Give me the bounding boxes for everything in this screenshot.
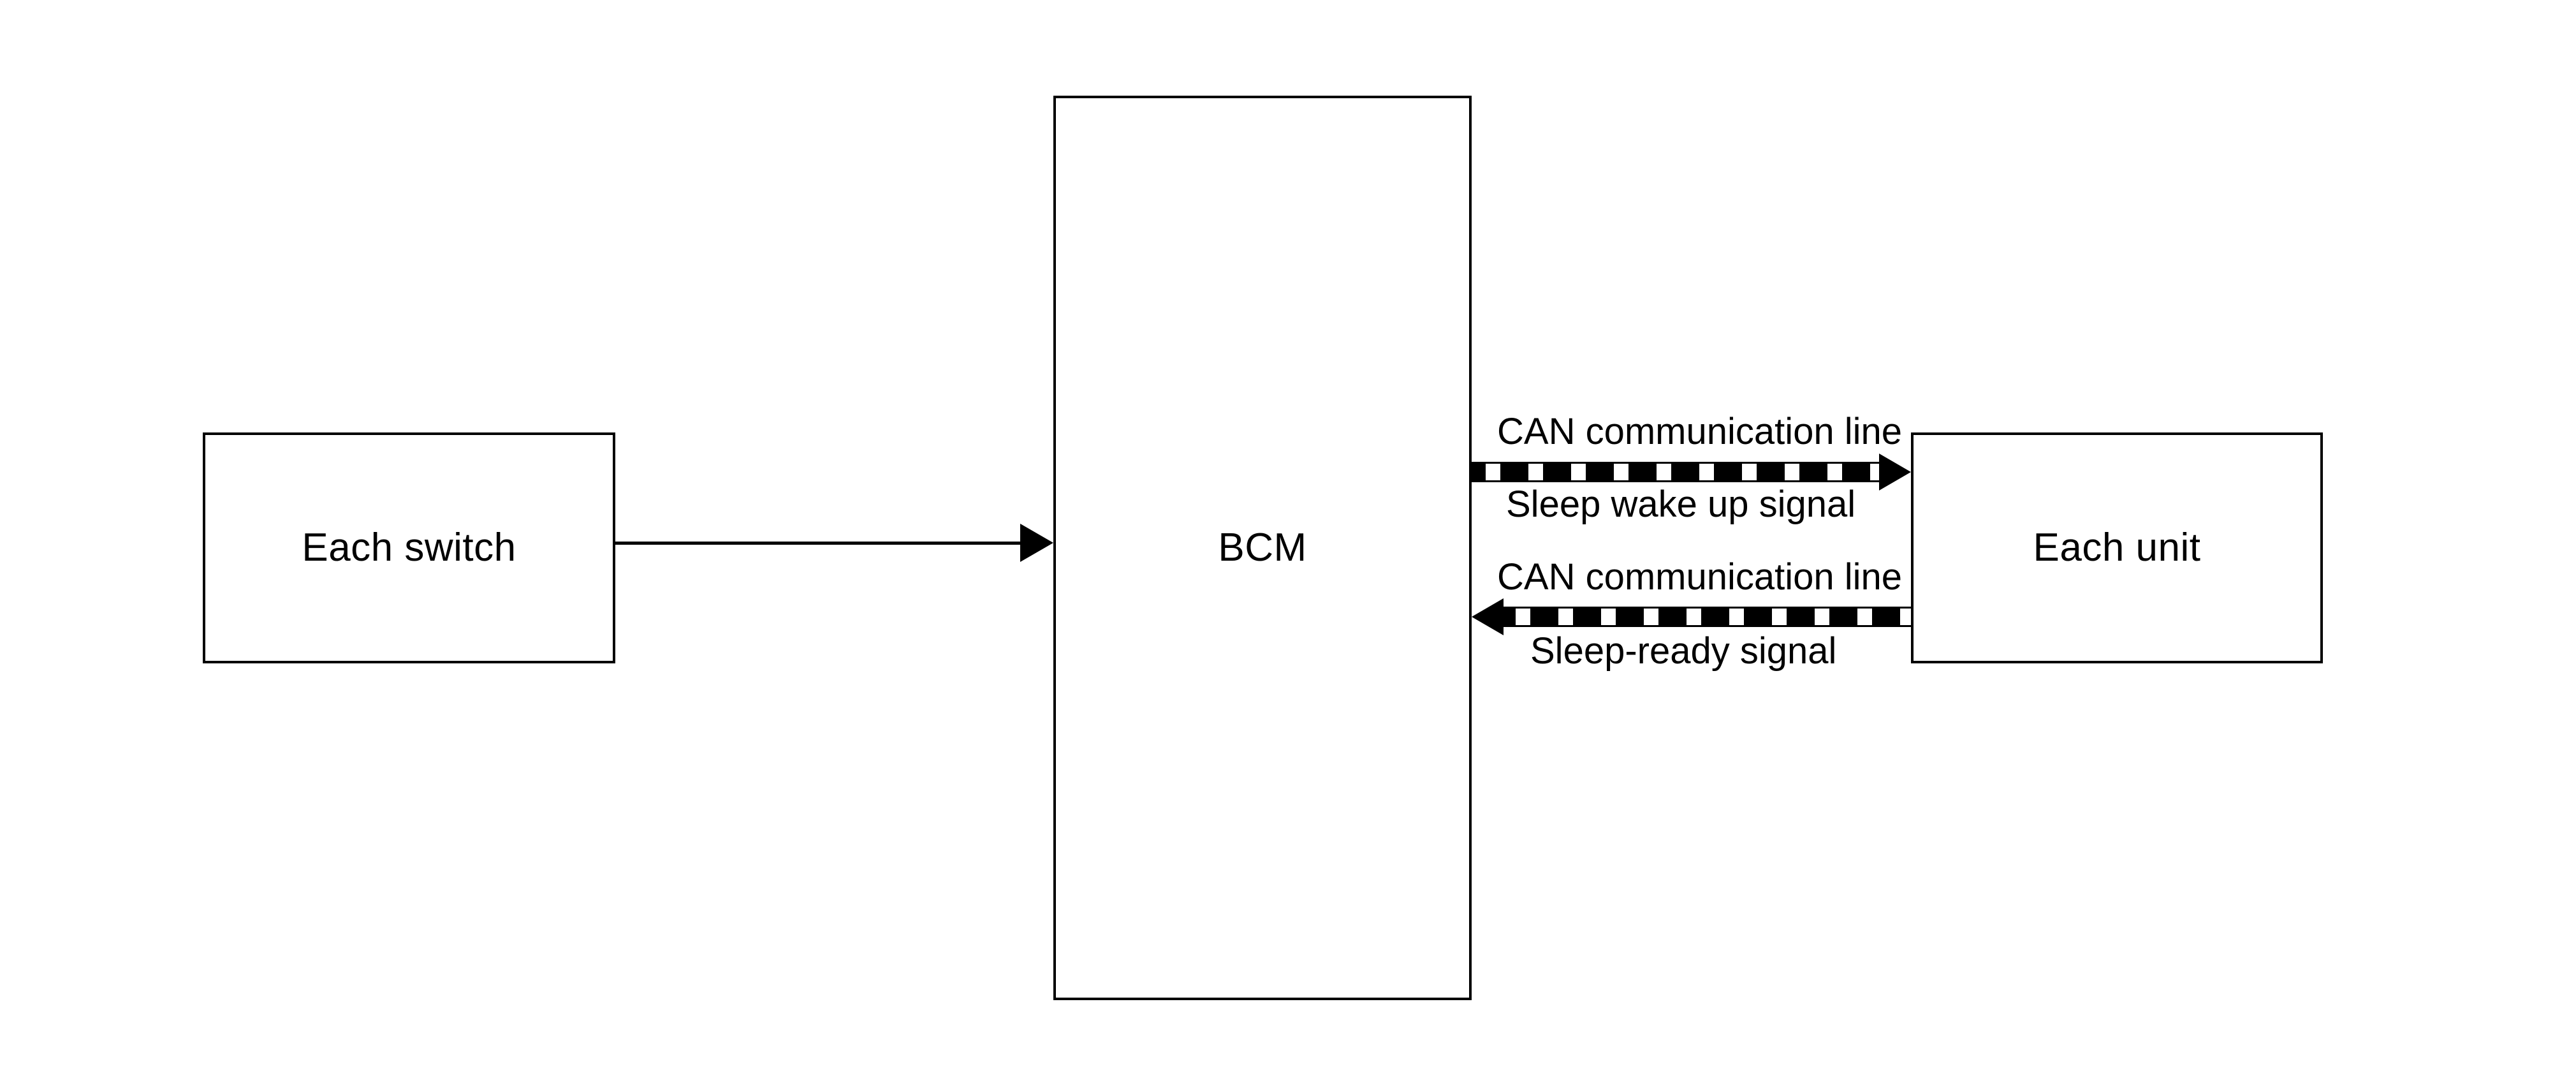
- arrowhead-left-icon: [1472, 598, 1504, 635]
- can-bus-striped-shaft: [1472, 462, 1881, 482]
- arrow-bcm-to-unit-can-bus: [1472, 454, 1911, 491]
- edge-label-sleep-ready-signal: Sleep-ready signal: [1530, 630, 1837, 672]
- node-each-unit-label: Each unit: [2033, 526, 2201, 570]
- can-bus-striped-shaft: [1502, 607, 1911, 627]
- arrow-shaft: [615, 542, 1027, 545]
- node-each-switch-label: Each switch: [302, 526, 516, 570]
- node-each-switch[interactable]: Each switch: [203, 432, 615, 663]
- arrowhead-right-icon: [1879, 454, 1911, 491]
- edge-label-sleep-wake-up-signal: Sleep wake up signal: [1506, 483, 1856, 525]
- node-bcm[interactable]: BCM: [1053, 96, 1472, 1000]
- node-each-unit[interactable]: Each unit: [1911, 432, 2323, 663]
- arrowhead-right-icon: [1020, 524, 1053, 562]
- node-bcm-label: BCM: [1218, 526, 1307, 570]
- edge-label-can-communication-line-top: CAN communication line: [1497, 411, 1903, 452]
- arrow-unit-to-bcm-can-bus: [1472, 598, 1911, 635]
- arrow-switch-to-bcm: [615, 524, 1053, 562]
- edge-label-can-communication-line-bottom: CAN communication line: [1497, 556, 1903, 598]
